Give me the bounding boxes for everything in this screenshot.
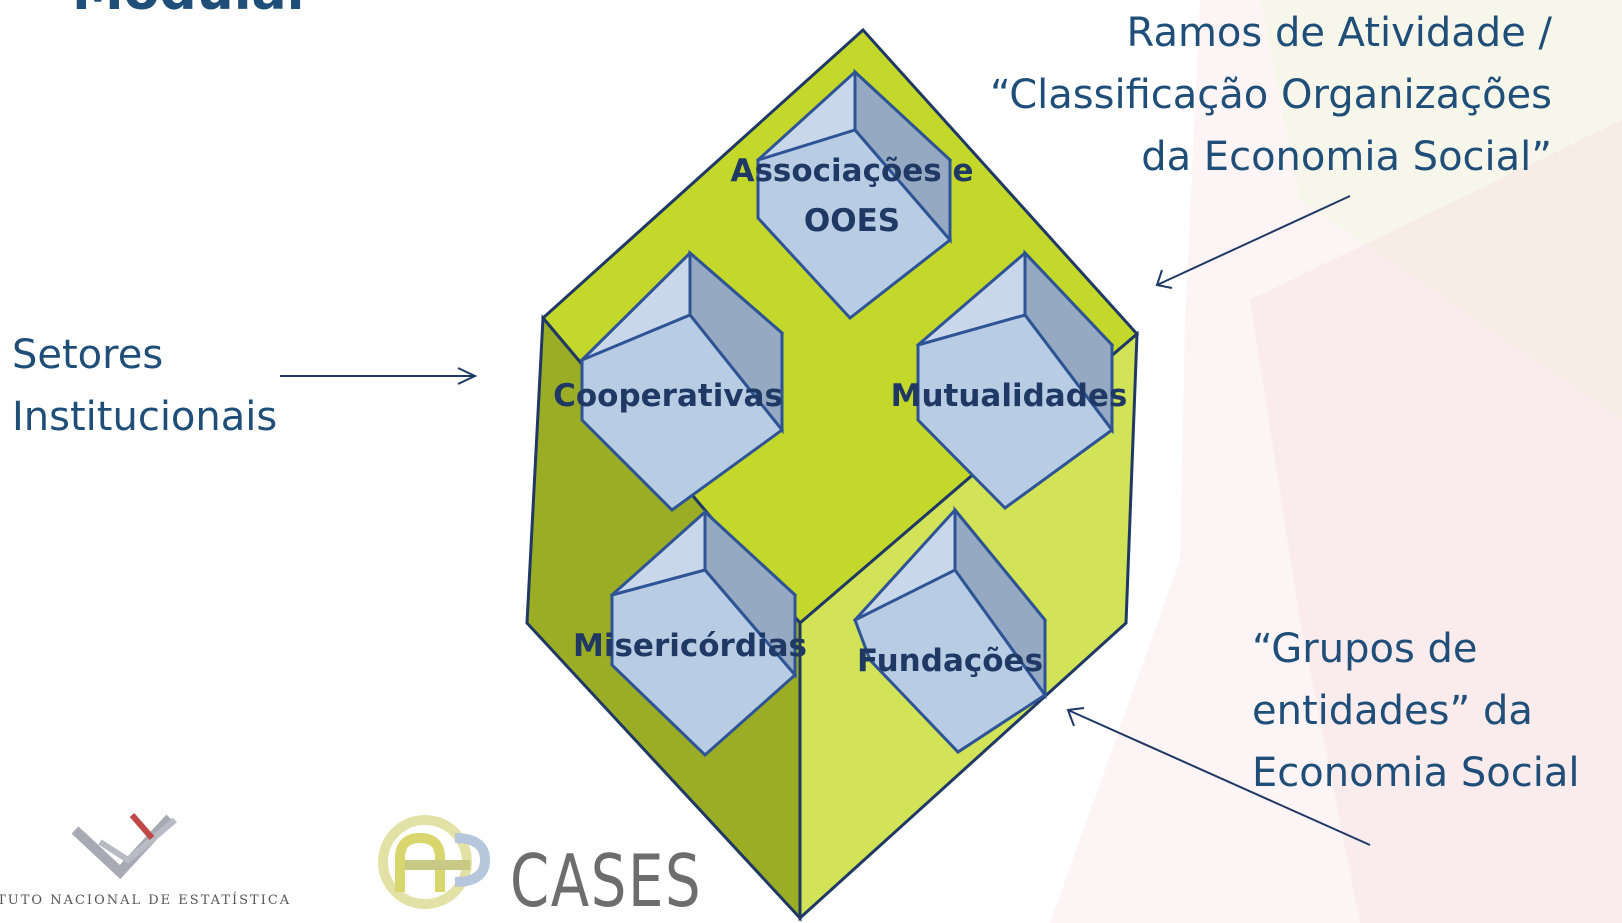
label-grupos-de-entidades: “Grupos de entidades” da Economia Social bbox=[1252, 626, 1580, 796]
label-ramos-de-atividade: Ramos de Atividade / “Classificação Orga… bbox=[989, 10, 1552, 180]
ine-logo bbox=[71, 813, 177, 880]
arrow-grupos bbox=[1067, 709, 1371, 846]
small-cube-misericordias bbox=[609, 508, 798, 758]
small-cube-fundacoes bbox=[852, 505, 1048, 754]
ine-logo-text: ITUTO NACIONAL DE ESTATÍSTICA bbox=[0, 893, 292, 908]
cube-label-cooperativas: Cooperativas bbox=[553, 378, 783, 414]
cases-logo-mark bbox=[378, 815, 491, 909]
small-cube-mutualidades bbox=[915, 249, 1115, 510]
cube-label-fundacoes: Fundações bbox=[856, 643, 1044, 679]
cases-logo-text: CASES bbox=[510, 839, 703, 923]
arrow-ramos bbox=[1156, 195, 1351, 286]
cube-label-associacoes: Associações e OOES bbox=[730, 153, 974, 239]
small-cube-cooperativas bbox=[579, 249, 785, 512]
cube-label-misericordias: Misericórdias bbox=[572, 628, 808, 664]
small-cube-associacoes bbox=[755, 68, 953, 321]
cube-label-mutualidades: Mutualidades bbox=[890, 378, 1128, 414]
slide-title: Modular bbox=[72, 0, 312, 22]
label-setores-institucionais: Setores Institucionais bbox=[12, 332, 278, 440]
